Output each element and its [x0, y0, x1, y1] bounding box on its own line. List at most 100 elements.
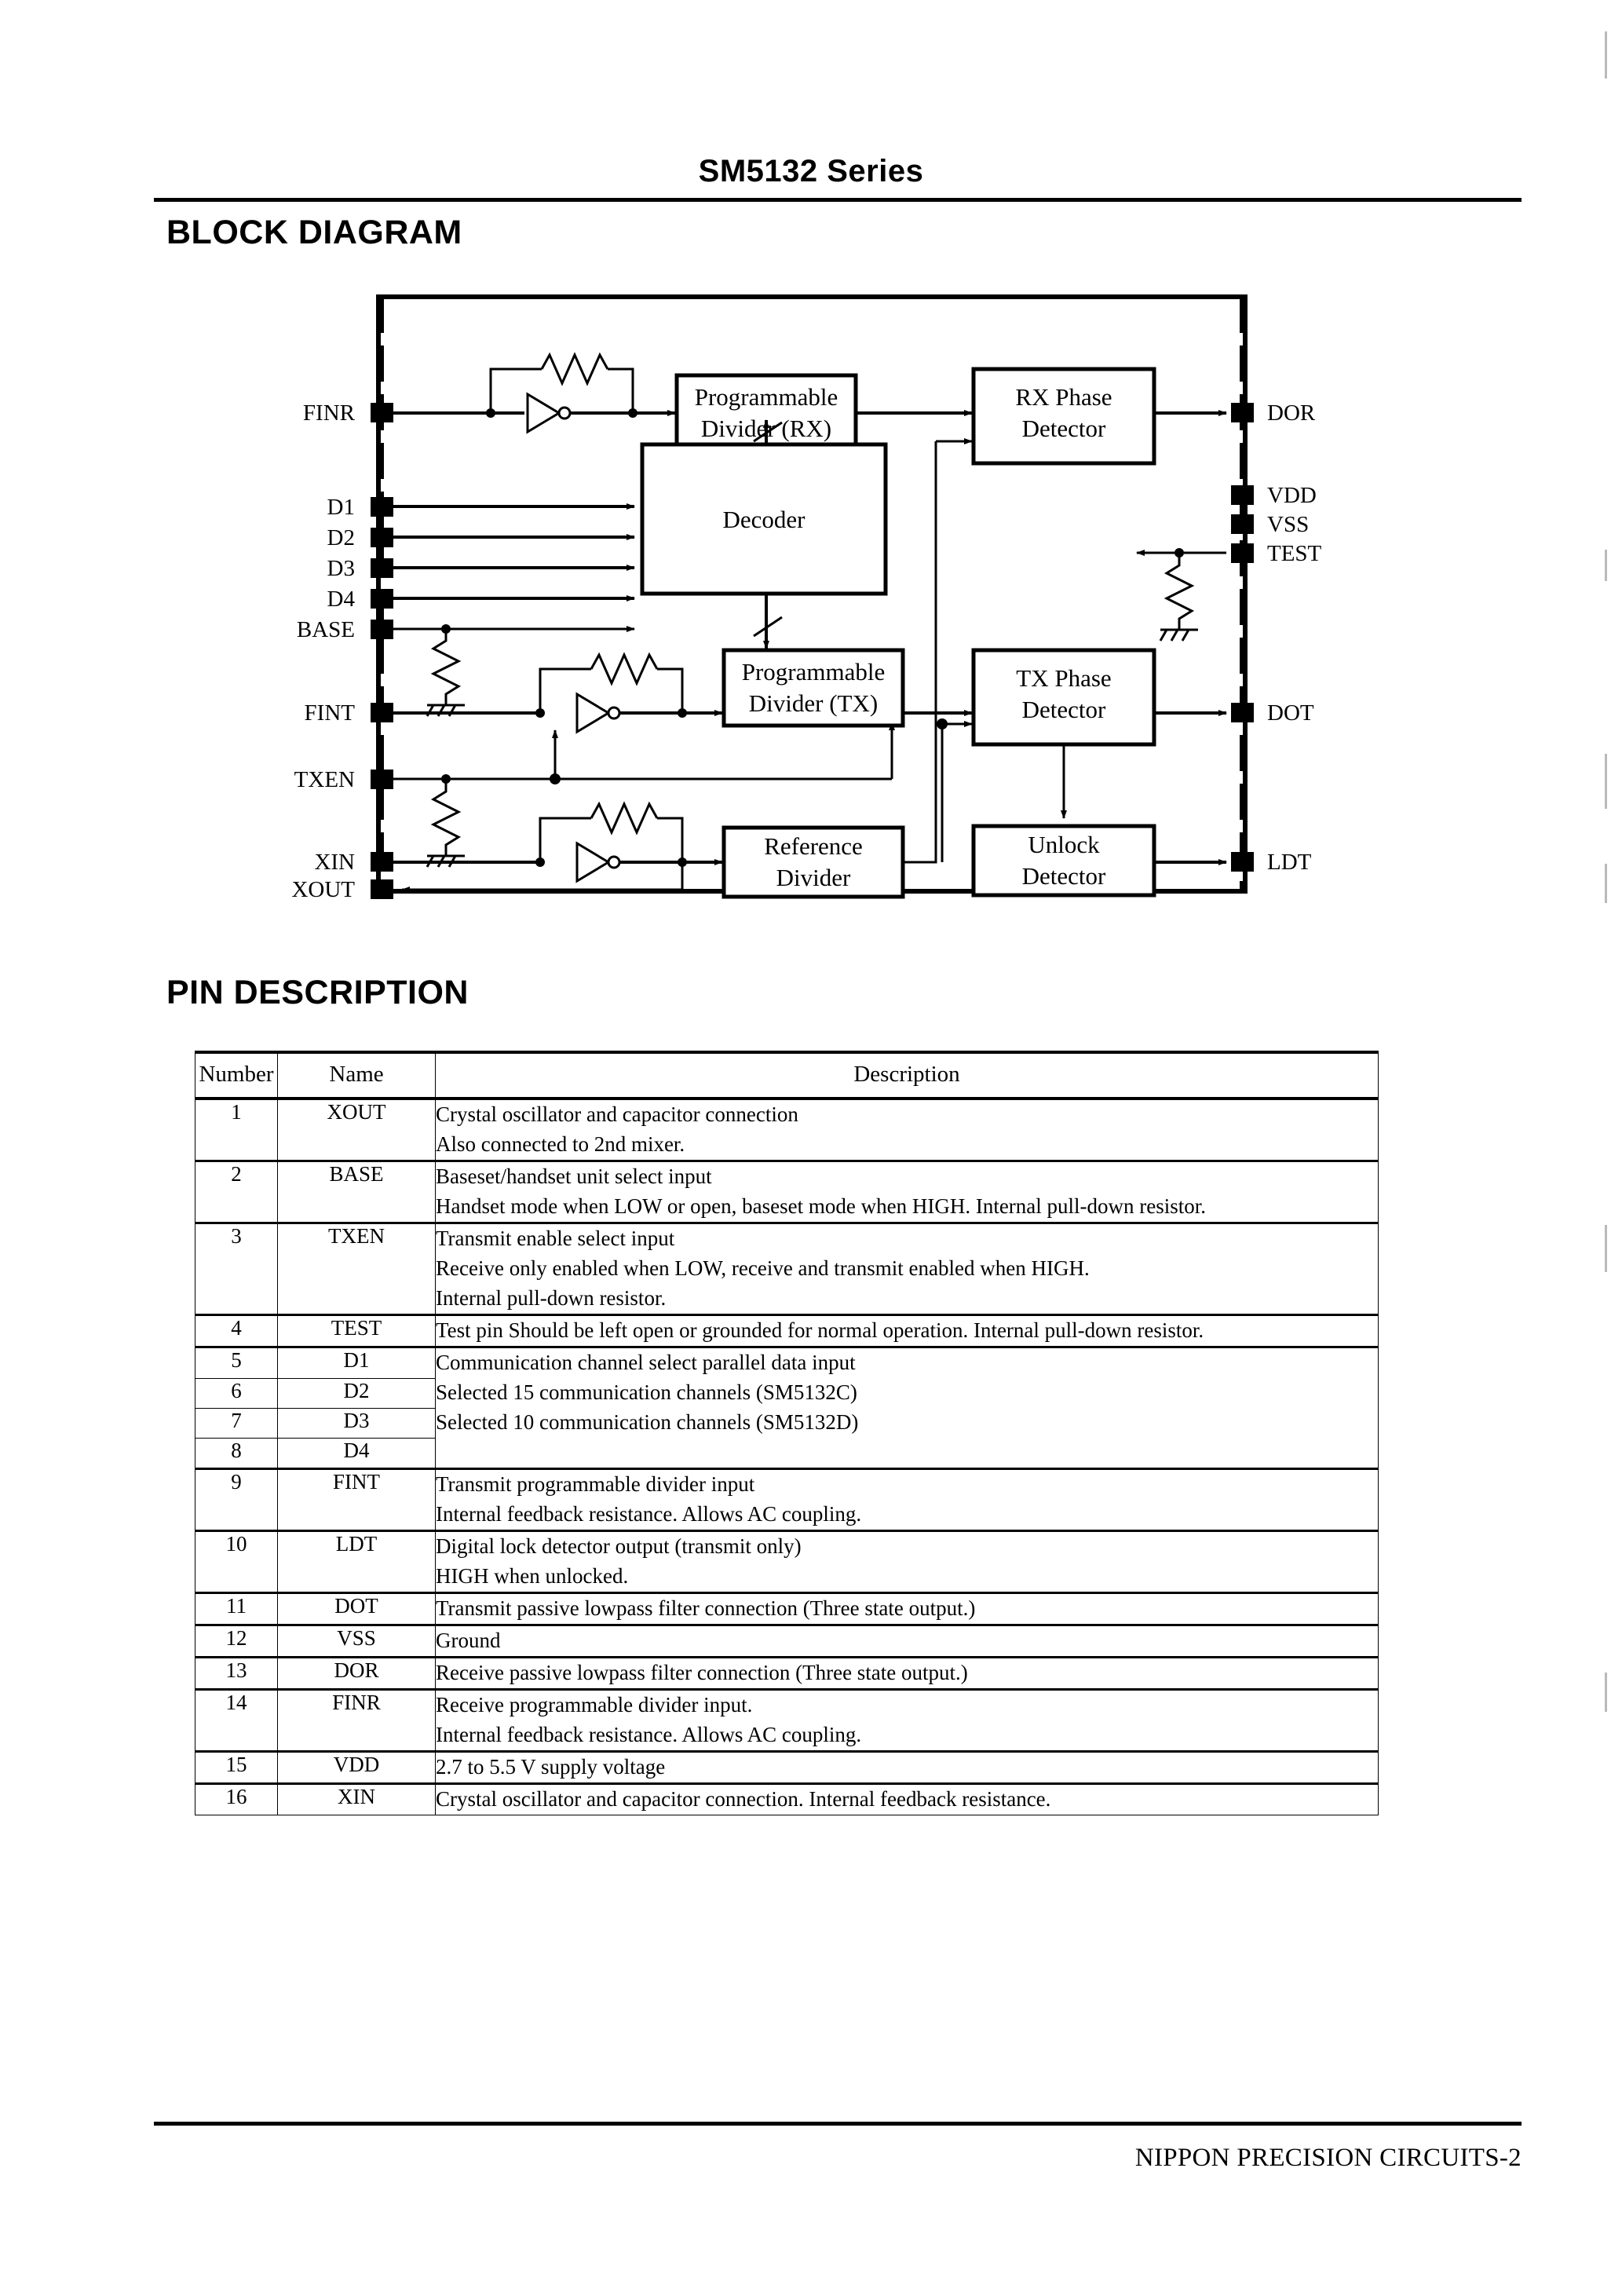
column-header-number: Number [195, 1051, 278, 1100]
description-line: Also connected to 2nd mixer. [436, 1132, 685, 1156]
scan-artifact [1605, 1673, 1607, 1712]
description-line: Receive programmable divider input. [436, 1693, 753, 1717]
pin-label-d1: D1 [327, 495, 355, 520]
description-line: Communication channel select parallel da… [436, 1351, 856, 1374]
pin-table-header-row: Number Name Description [195, 1051, 1379, 1100]
cell-pin-number: 8 [195, 1437, 278, 1469]
description-line: Digital lock detector output (transmit o… [436, 1534, 802, 1558]
block-diagram-svg: FINR D1 D2 D3 D4 BASE FINT TXEN XIN XOUT… [291, 294, 1322, 902]
cell-pin-name: D2 [277, 1377, 436, 1409]
label-prog-div-tx-line1: Programmable [742, 658, 886, 686]
label-decoder: Decoder [723, 506, 806, 533]
cell-pin-description: Receive passive lowpass filter connectio… [435, 1656, 1379, 1690]
pin-label-base: BASE [297, 617, 355, 642]
label-unlock-detector-line1: Unlock [1028, 831, 1100, 858]
label-unlock-detector-line2: Detector [1022, 862, 1106, 890]
cell-pin-number: 16 [195, 1782, 278, 1815]
description-line: Internal pull-down resistor. [436, 1286, 667, 1310]
pin-label-d2: D2 [327, 525, 355, 550]
description-line: 2.7 to 5.5 V supply voltage [436, 1755, 666, 1779]
cell-pin-number: 13 [195, 1656, 278, 1690]
description-line: Ground [436, 1629, 501, 1652]
pin-label-test: TEST [1267, 541, 1322, 566]
cell-pin-number: 10 [195, 1530, 278, 1593]
cell-pin-number: 4 [195, 1314, 278, 1347]
block-unlock-detector [971, 824, 1156, 898]
scan-artifact [1605, 1225, 1607, 1272]
block-prog-div-tx [721, 648, 905, 728]
footer-rule [154, 2122, 1522, 2126]
description-line: Transmit passive lowpass filter connecti… [436, 1596, 976, 1620]
label-tx-phase-detector-line2: Detector [1022, 696, 1106, 723]
cell-pin-name: VSS [277, 1624, 436, 1658]
cell-pin-name: BASE [277, 1160, 436, 1223]
label-prog-div-tx-line2: Divider (TX) [749, 689, 878, 717]
pin-label-d4: D4 [327, 587, 356, 612]
label-prog-div-rx-line1: Programmable [695, 383, 838, 411]
left-pin-pads [371, 403, 393, 899]
cell-pin-name: VDD [277, 1750, 436, 1784]
label-reference-divider-line1: Reference [764, 832, 863, 860]
cell-pin-description: 2.7 to 5.5 V supply voltage [435, 1750, 1379, 1784]
scan-artifact [1605, 754, 1607, 809]
cell-pin-description: Test pin Should be left open or grounded… [435, 1314, 1379, 1347]
footer-label: NIPPON PRECISION CIRCUITS-2 [1134, 2144, 1522, 2172]
cell-pin-number: 7 [195, 1407, 278, 1439]
cell-pin-number: 2 [195, 1160, 278, 1223]
description-line: Transmit enable select input [436, 1227, 675, 1250]
scan-artifact [1605, 550, 1607, 581]
label-rx-phase-detector-line2: Detector [1022, 415, 1106, 442]
block-rx-phase-detector [971, 367, 1156, 466]
description-line: Crystal oscillator and capacitor connect… [436, 1102, 798, 1126]
cell-pin-description: Selected 10 communication channels (SM51… [435, 1408, 1379, 1438]
column-header-description: Description [435, 1051, 1379, 1100]
pin-label-dor: DOR [1267, 400, 1316, 426]
column-header-name: Name [277, 1051, 436, 1100]
cell-pin-number: 12 [195, 1624, 278, 1658]
pin-label-dot: DOT [1267, 700, 1314, 726]
block-diagram-heading: BLOCK DIAGRAM [166, 214, 462, 251]
cell-pin-name: FINT [277, 1468, 436, 1531]
cell-pin-description: Transmit passive lowpass filter connecti… [435, 1592, 1379, 1625]
pin-label-d3: D3 [327, 556, 355, 581]
right-pin-pads [1231, 403, 1254, 872]
description-line: Test pin Should be left open or grounded… [436, 1318, 1204, 1342]
right-pin-labels: DOR VDD VSS TEST DOT LDT [1267, 400, 1322, 875]
pin-label-vss: VSS [1267, 512, 1309, 537]
ground-symbol-test [1159, 628, 1198, 642]
pin-label-ldt: LDT [1267, 850, 1312, 875]
pin-description-heading: PIN DESCRIPTION [166, 974, 469, 1011]
block-decoder [640, 442, 888, 596]
cell-pin-number: 9 [195, 1468, 278, 1531]
cell-pin-name: LDT [277, 1530, 436, 1593]
label-reference-divider-line2: Divider [776, 864, 851, 891]
cell-pin-description [435, 1438, 1379, 1469]
pin-label-txen: TXEN [294, 767, 355, 792]
cell-pin-name: XOUT [277, 1097, 436, 1161]
description-line: Handset mode when LOW or open, baseset m… [436, 1194, 1207, 1218]
cell-pin-name: D3 [277, 1407, 436, 1439]
cell-pin-number: 3 [195, 1222, 278, 1315]
cell-pin-description: Crystal oscillator and capacitor connect… [435, 1782, 1379, 1815]
pin-label-fint: FINT [305, 700, 356, 726]
description-line: Selected 10 communication channels (SM51… [436, 1410, 859, 1434]
block-tx-phase-detector [971, 648, 1156, 747]
cell-pin-name: TEST [277, 1314, 436, 1347]
